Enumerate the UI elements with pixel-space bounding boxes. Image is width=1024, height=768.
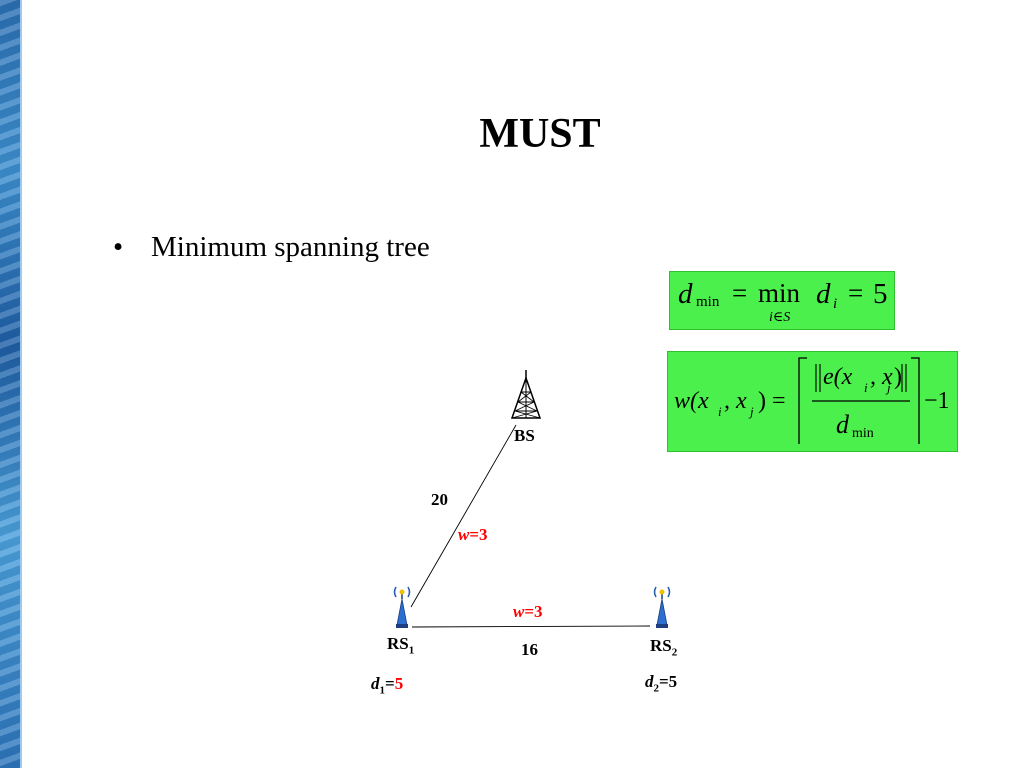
edge-rs1-rs2-distance: 16 <box>521 640 538 659</box>
formula-w-minus-one: −1 <box>924 388 950 414</box>
formula-dmin-lhs-sub: min <box>696 294 720 310</box>
formula-dmin-lhs-var: d <box>678 278 693 310</box>
rs1-label: RS1 <box>387 634 414 656</box>
relay-station-1-icon <box>393 586 411 628</box>
base-station-tower-icon <box>510 370 542 419</box>
formula-dmin-operator-sub: i∈S <box>769 310 791 325</box>
formula-dmin-value: 5 <box>873 278 888 310</box>
edge-rs1-rs2 <box>411 625 651 628</box>
edge-bs-rs1-distance: 20 <box>431 490 448 509</box>
formula-w-num-i: i <box>864 380 868 395</box>
relay-station-2-icon <box>653 586 671 628</box>
rs1-label-text: RS <box>387 634 409 653</box>
formula-w-num-close: ) <box>894 364 902 390</box>
formula-w-lhs: w(x <box>674 388 709 414</box>
formula-w-numerator: e(x <box>823 364 853 390</box>
rs2-distance: d2=5 <box>645 672 677 694</box>
rs1-distance-eq: = <box>385 674 395 693</box>
formula-w-lhs-i: i <box>718 404 722 419</box>
formula-dmin-operator: min <box>758 278 801 308</box>
rs1-distance: d1=5 <box>371 674 403 696</box>
rs2-distance-var: d <box>645 672 654 691</box>
edge-bs-rs1 <box>410 424 517 608</box>
formula-dmin-equals-2: = <box>848 278 864 308</box>
rs2-label: RS2 <box>650 636 677 658</box>
edge-rs1-rs2-weight: w=3 <box>513 602 543 622</box>
side-decoration-stripe <box>0 0 20 768</box>
bullet-item: • Minimum spanning tree <box>113 231 430 264</box>
edge-bs-rs1-weight-var: w <box>458 525 470 544</box>
formula-w-brackets <box>798 357 920 444</box>
rs1-distance-sub: 1 <box>379 684 386 697</box>
formula-w-lhs-close: ) = <box>758 388 786 414</box>
edge-bs-rs1-weight-val: =3 <box>469 525 488 544</box>
edge-rs1-rs2-weight-var: w <box>513 602 525 621</box>
edge-bs-rs1-weight: w=3 <box>458 525 488 545</box>
bs-label: BS <box>514 426 535 445</box>
bullet-dot-icon: • <box>113 231 124 263</box>
formula-dmin-rhs-sub: i <box>833 296 838 312</box>
formula-w-denominator-var: d <box>836 410 849 439</box>
formula-w-lhs-j: j <box>750 404 754 419</box>
rs1-label-sub: 1 <box>408 644 415 657</box>
rs2-distance-eq: =5 <box>659 672 678 691</box>
side-decoration-edge <box>20 0 22 768</box>
edge-rs1-rs2-weight-val: =3 <box>524 602 543 621</box>
formula-dmin-rhs-var: d <box>816 278 831 310</box>
rs2-distance-sub: 2 <box>653 682 660 695</box>
rs2-label-sub: 2 <box>671 646 678 659</box>
bullet-text: Minimum spanning tree <box>151 231 430 263</box>
rs1-distance-var: d <box>371 674 380 693</box>
slide-title: MUST <box>479 111 601 157</box>
formula-w-num-j: j <box>887 380 891 395</box>
formula-w-denominator-sub: min <box>852 426 874 441</box>
formula-dmin-equals: = <box>732 278 748 308</box>
formula-weight-box: w(x i , x j ) = e(x i , x j ) d min −1 <box>667 351 958 452</box>
rs2-label-text: RS <box>650 636 672 655</box>
rs1-distance-value: 5 <box>394 674 404 693</box>
formula-w-num-mid: , x <box>870 364 893 390</box>
formula-w-lhs-mid: , x <box>724 388 747 414</box>
formula-dmin-box: d min = min i∈S d i = 5 <box>669 271 895 330</box>
